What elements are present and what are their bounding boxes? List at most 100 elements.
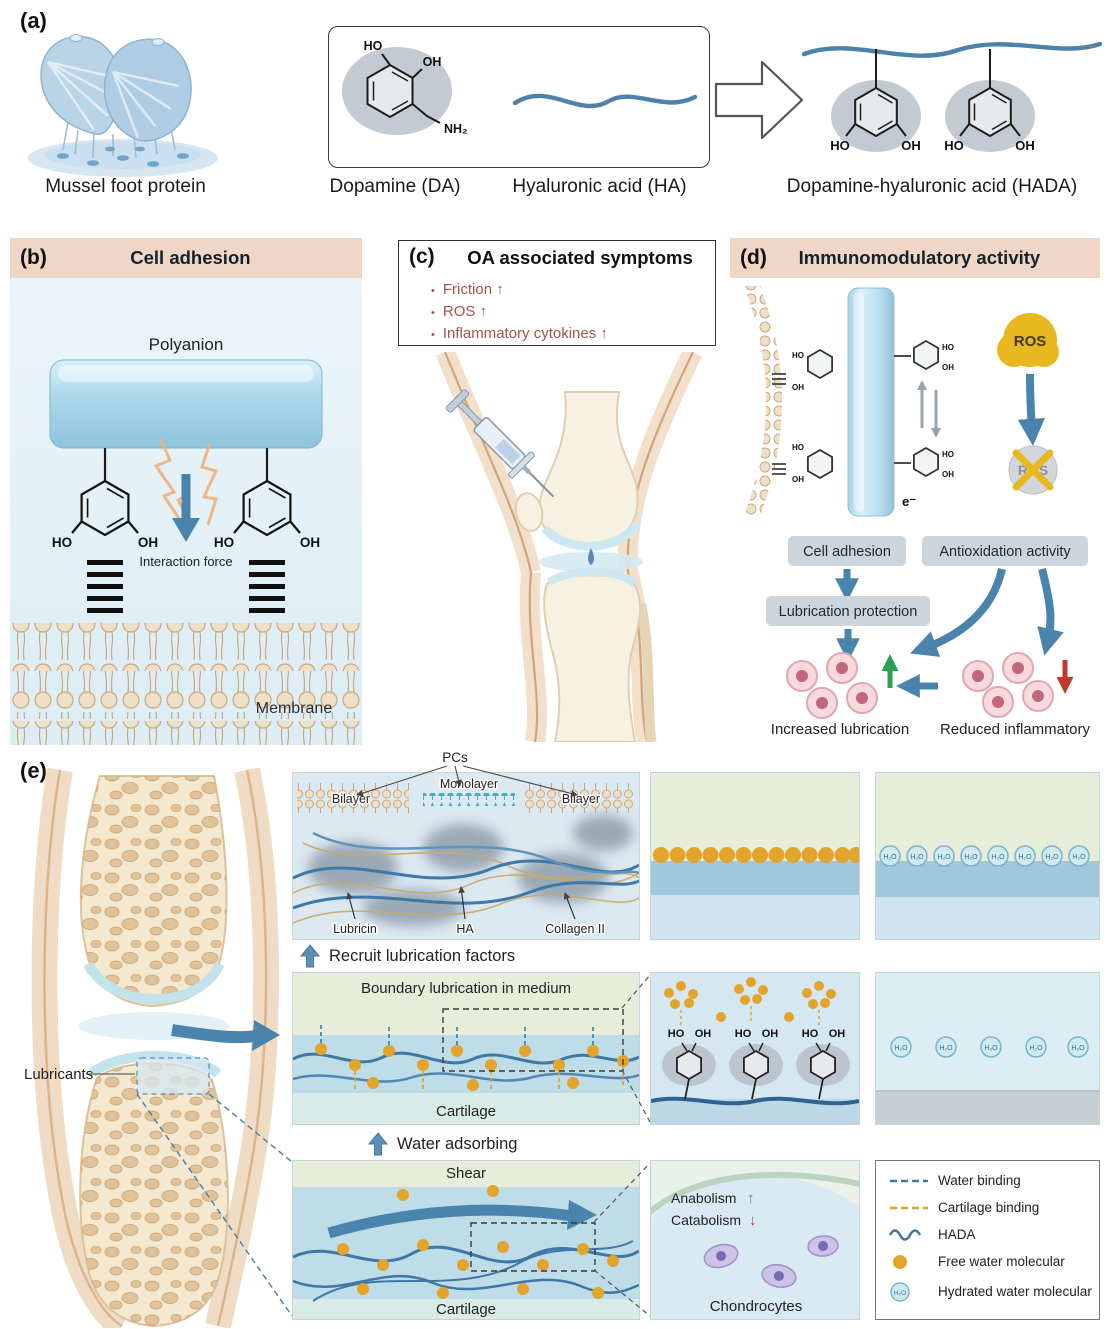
anabolism-up-arrow: ↑ — [747, 1190, 755, 1207]
patella — [514, 492, 544, 532]
up-arrow-icon — [368, 1132, 388, 1156]
da-ho-label: HO — [364, 39, 383, 53]
mussel-illustration — [28, 34, 218, 177]
svg-text:HO: HO — [802, 1028, 819, 1040]
hydrated-water-swatch — [890, 1282, 910, 1302]
catechol-group-3: HO OH — [796, 1028, 850, 1100]
catechol-group-1: HO OH — [662, 1028, 716, 1100]
cell-adhesion-illustration: Polyanion HO OH HO OH Interaction force … — [10, 278, 362, 745]
symptom-friction: •Friction ↑ — [431, 281, 504, 298]
chondrocytes-panel: Anabolism ↑ Catabolism ↓ Chondrocytes — [650, 1160, 860, 1320]
hada-ho-label: HO — [830, 138, 850, 153]
chondrocytes-illustration: Anabolism ↑ Catabolism ↓ Chondrocytes — [651, 1161, 859, 1319]
mini-ho: HO — [792, 443, 804, 452]
dots-interface-panel — [650, 772, 860, 940]
svg-text:H₂O: H₂O — [991, 854, 1005, 861]
boundary-title: Boundary lubrication in medium — [361, 980, 571, 997]
reaction-arrow — [714, 60, 804, 140]
svg-text:H₂O: H₂O — [984, 1045, 998, 1052]
fibula — [636, 602, 656, 742]
adhesion-dashes-left — [87, 560, 123, 613]
svg-text:OH: OH — [762, 1028, 779, 1040]
hada-oh-label-2: OH — [1015, 138, 1035, 153]
ha-wavy-line — [512, 93, 698, 109]
joint-illustration — [31, 768, 280, 1328]
mini-ho: HO — [942, 450, 954, 459]
hydrated-water-molecules: H₂O H₂O H₂O H₂O H₂O — [890, 1036, 1089, 1058]
legend-hada: HADA — [938, 1227, 976, 1242]
hada-backbone — [651, 1096, 859, 1106]
cartilage-label-bottom: Cartilage — [436, 1301, 496, 1318]
lubrication-box-label: Lubrication protection — [779, 604, 918, 620]
lubricants-label: Lubricants — [24, 1066, 94, 1083]
shear-label: Shear — [446, 1165, 486, 1182]
hada-fibers — [293, 831, 639, 910]
zoom-region-shear — [470, 1222, 596, 1272]
cells-lubricated — [786, 652, 878, 719]
polyanion-block — [49, 359, 323, 449]
lubricin-label: Lubricin — [333, 922, 377, 936]
svg-text:H₂O: H₂O — [1045, 854, 1059, 861]
zoom-region-boundary — [442, 1008, 624, 1072]
increased-lubrication-caption: Increased lubrication — [771, 721, 909, 738]
cell-adhesion-box-label: Cell adhesion — [803, 544, 891, 560]
svg-text:H₂O: H₂O — [894, 1290, 906, 1297]
water-adsorbing-row: Water adsorbing — [368, 1132, 517, 1156]
da-nh2-label: NH₂ — [444, 122, 468, 136]
catechol-right-oh: OH — [300, 535, 320, 550]
mini-oh: OH — [942, 470, 954, 479]
catechol-zoom-illustration: HO OH HO OH HO OH — [651, 973, 859, 1124]
catechol-right-ho: HO — [214, 535, 234, 550]
interaction-force-label: Interaction force — [139, 554, 232, 569]
hada-ring-1: HO OH — [830, 86, 921, 153]
panel-d: (d) Immunomodulatory activity HO OH HO O… — [730, 238, 1100, 745]
hada-oh-label: OH — [901, 138, 921, 153]
ros-active: ROS — [997, 313, 1059, 367]
syringe — [445, 389, 555, 498]
panel-b-header: (b) Cell adhesion — [10, 238, 362, 278]
catabolism-down-arrow: ↓ — [749, 1212, 757, 1229]
ros-scavenge-arrow — [1017, 373, 1045, 446]
legend-cartilage-binding: Cartilage binding — [938, 1200, 1039, 1215]
legend-free-water: Free water molecular — [938, 1254, 1065, 1269]
hada-structure: HO OH HO OH — [801, 41, 1103, 153]
svg-text:H₂O: H₂O — [1071, 1045, 1085, 1052]
symptom-ros: •ROS ↑ — [431, 303, 488, 320]
legend-glyphs: Water binding Cartilage binding HADA Fre… — [888, 1173, 1092, 1302]
hydration-interface-illustration: H₂O H₂O H₂O H₂O H₂O H₂O H₂O H₂O — [876, 773, 1099, 939]
knee-injection-illustration — [435, 352, 703, 742]
catechols-left: HO OH HO OH — [792, 348, 833, 484]
boundary-illustration: Boundary lubrication in medium Cartilage — [293, 973, 639, 1124]
cells-inflammatory — [962, 652, 1054, 718]
catechol-left: HO OH — [52, 479, 158, 550]
ros-label: ROS — [1014, 333, 1047, 350]
svg-text:OH: OH — [695, 1028, 712, 1040]
ha-caption: Hyaluronic acid (HA) — [512, 176, 687, 197]
svg-text:HO: HO — [668, 1028, 685, 1040]
dots-interface-illustration — [651, 773, 859, 939]
panel-a-tag: (a) — [20, 8, 47, 33]
ha-label: HA — [456, 922, 474, 936]
pcs-label: PCs — [442, 750, 468, 765]
antioxidation-box-label: Antioxidation activity — [939, 544, 1071, 560]
hydrated-water-row: H₂O H₂O H₂O H₂O H₂O H₂O H₂O H₂O — [879, 845, 1090, 867]
chondrocytes-label: Chondrocytes — [710, 1298, 803, 1315]
ros-cross-icon — [1012, 449, 1054, 491]
water-dot-clusters — [664, 977, 836, 1022]
bilayer-left-label: Bilayer — [332, 792, 370, 806]
antioxidation-arrow-right — [1037, 568, 1064, 656]
panel-d-header: (d) Immunomodulatory activity — [730, 238, 1100, 278]
dopamine-structure: HO OH NH₂ — [342, 39, 468, 136]
hada-swatch — [888, 1229, 922, 1241]
lubricant-flow-arrow — [171, 1024, 257, 1044]
da-ha-box: HO OH NH₂ — [328, 26, 710, 168]
svg-text:OH: OH — [829, 1028, 846, 1040]
membrane-label: Membrane — [256, 700, 333, 717]
mini-oh: OH — [792, 383, 804, 392]
antioxidation-arrow-left — [909, 568, 1006, 657]
panel-c-title: OA associated symptoms — [467, 247, 693, 268]
adhesion-dashes-right — [249, 560, 285, 613]
membrane-bilayer — [10, 623, 362, 745]
panel-c-tag: (c) — [409, 245, 435, 268]
catechol-left-oh: OH — [138, 535, 158, 550]
